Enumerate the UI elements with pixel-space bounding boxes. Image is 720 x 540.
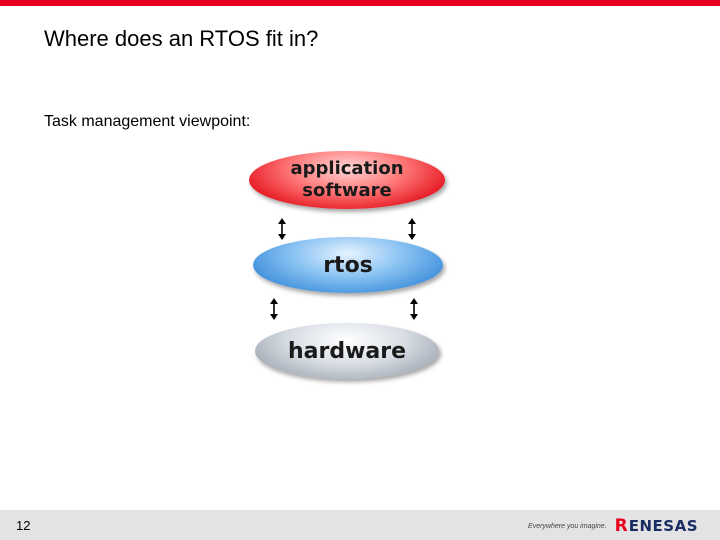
page-number: 12 xyxy=(16,518,31,533)
double-arrow-icon xyxy=(410,298,418,320)
application-software-layer: application software xyxy=(249,151,445,209)
renesas-branding: Everywhere you imagine. R ENESAS xyxy=(528,516,698,536)
logo-mark: R xyxy=(614,516,628,536)
hardware-layer-label: hardware xyxy=(287,338,407,364)
slide-subtitle: Task management viewpoint: xyxy=(44,113,251,130)
brand-tagline: Everywhere you imagine. xyxy=(528,522,607,530)
rtos-layer-label: rtos xyxy=(323,252,373,278)
double-arrow-icon xyxy=(278,218,286,240)
application-layer-line2: software xyxy=(302,180,392,201)
slide-title: Where does an RTOS fit in? xyxy=(44,26,319,51)
logo-wordmark: ENESAS xyxy=(628,517,698,535)
rtos-layer-diagram: application software rtos hardware xyxy=(240,145,460,385)
hardware-layer: hardware xyxy=(255,323,439,379)
rtos-layer: rtos xyxy=(253,237,443,293)
top-accent-bar xyxy=(0,0,720,6)
slide-footer: 12 Everywhere you imagine. R ENESAS xyxy=(0,510,720,540)
renesas-logo: R ENESAS xyxy=(615,516,698,536)
application-layer-line1: application xyxy=(290,158,404,179)
double-arrow-icon xyxy=(270,298,278,320)
double-arrow-icon xyxy=(408,218,416,240)
